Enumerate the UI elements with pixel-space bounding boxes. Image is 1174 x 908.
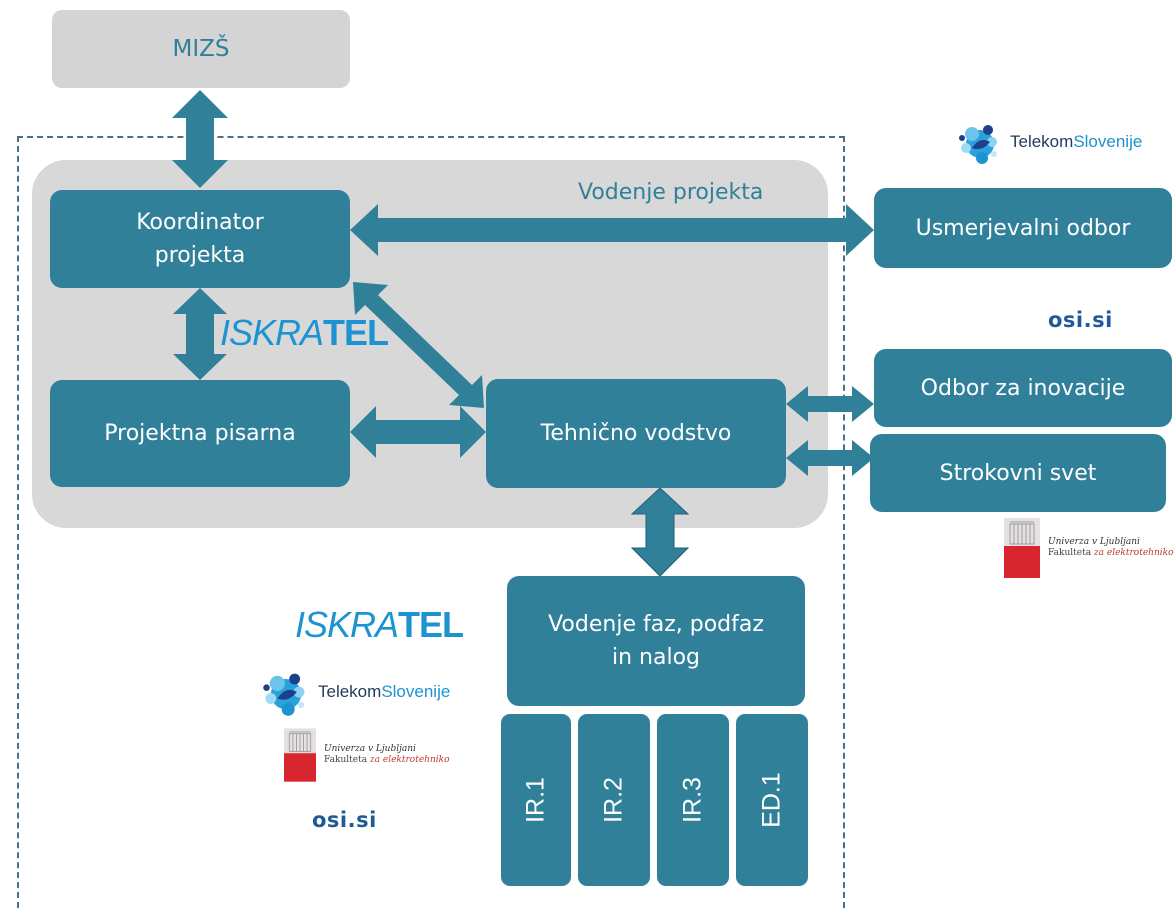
osi-logo-lower: osi.si (312, 808, 377, 832)
group-label: Vodenje projekta (578, 180, 764, 205)
expert-council-box: Strokovni svet (870, 434, 1166, 512)
coordinator-label: Koordinator projekta (136, 210, 264, 268)
task-ir3: IR.3 (657, 714, 729, 886)
task-ed1-label: ED.1 (757, 772, 786, 828)
project-office-box: Projektna pisarna (50, 380, 350, 487)
task-ir1: IR.1 (501, 714, 571, 886)
phases-label: Vodenje faz, podfaz in nalog (548, 612, 764, 670)
task-ir2: IR.2 (578, 714, 650, 886)
fe-logo-right: Univerza v Ljubljani Fakulteta za elektr… (1004, 518, 1174, 578)
mizs-label: MIZŠ (172, 36, 230, 62)
technical-lead-label: Tehnično vodstvo (540, 421, 732, 446)
fe-crest-icon (284, 728, 316, 782)
expert-council-label: Strokovni svet (939, 460, 1097, 486)
telekom-bubbles-icon (263, 673, 305, 716)
project-boundary (17, 136, 845, 908)
coordinator-box: Koordinator projekta (50, 190, 350, 288)
iskratel-logo-upper: ISKRATEL (220, 312, 389, 353)
fe-crest-icon (1004, 518, 1040, 578)
osi-logo-right: osi.si (1048, 308, 1113, 332)
task-ir2-label: IR.2 (599, 777, 628, 823)
innovation-board-box: Odbor za inovacije (874, 349, 1172, 427)
steering-board-box: Usmerjevalni odbor (874, 188, 1172, 268)
technical-lead-box: Tehnično vodstvo (486, 379, 786, 488)
arrow-technical-innovation (786, 386, 874, 422)
fe-logo-lower: Univerza v Ljubljani Fakulteta za elektr… (284, 728, 450, 782)
arrow-mizs-coordinator (172, 90, 228, 188)
task-ed1: ED.1 (736, 714, 808, 886)
arrow-coordinator-office (173, 288, 227, 380)
steering-board-label: Usmerjevalni odbor (915, 215, 1131, 241)
arrow-coordinator-technical (353, 282, 484, 408)
phases-box: Vodenje faz, podfaz in nalog (507, 576, 805, 706)
mizs-box: MIZŠ (52, 10, 350, 88)
telekom-logo-top: TelekomSlovenije (958, 118, 1142, 166)
task-ir3-label: IR.3 (678, 777, 707, 823)
arrow-technical-council (786, 440, 874, 476)
arrow-coordinator-steering (350, 204, 874, 256)
telekom-bubbles-icon (959, 125, 997, 164)
project-office-label: Projektna pisarna (104, 421, 296, 446)
task-ir1-label: IR.1 (521, 777, 550, 823)
telekom-logo-lower: TelekomSlovenije (262, 666, 450, 718)
iskratel-logo-lower: ISKRATEL (295, 604, 464, 645)
arrow-technical-phases (632, 488, 688, 576)
innovation-board-label: Odbor za inovacije (920, 375, 1126, 401)
arrow-office-technical (350, 406, 486, 458)
